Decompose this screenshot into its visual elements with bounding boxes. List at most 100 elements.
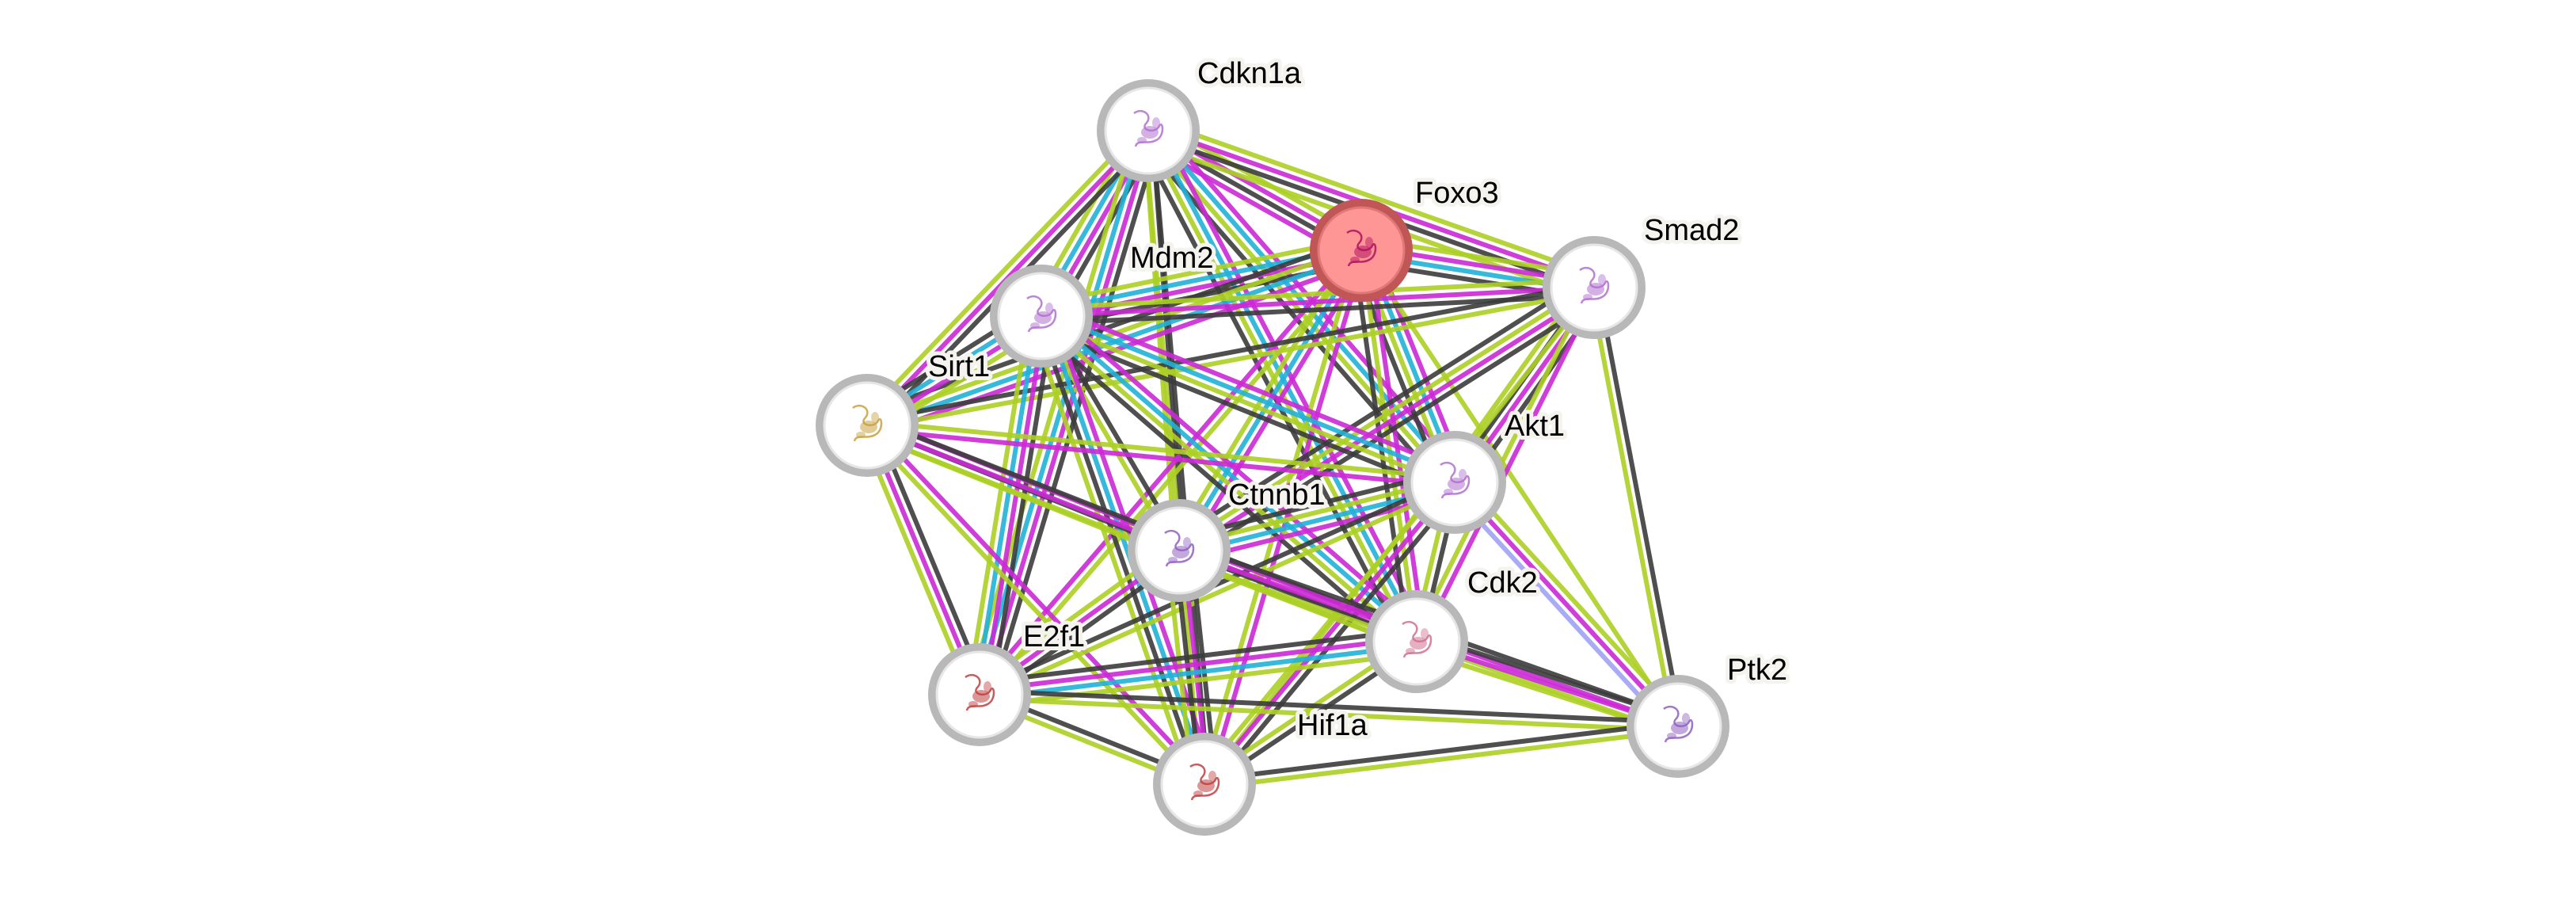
edge-line-experiments bbox=[1041, 285, 1595, 318]
edge-line-textmining bbox=[1459, 475, 1686, 723]
edge-line-experiments bbox=[868, 421, 1209, 783]
node-mdm2[interactable] bbox=[990, 265, 1093, 368]
edge-cdk2-e2f1[interactable] bbox=[977, 627, 1419, 709]
node-inner-ring bbox=[1372, 597, 1461, 686]
protein-structure-icon bbox=[965, 673, 995, 711]
edge-line-databases bbox=[1041, 310, 1458, 482]
edge-line-databases bbox=[980, 643, 1417, 701]
node-label-sirt1[interactable]: Sirt1 bbox=[924, 346, 994, 387]
labels-layer: Cdkn1aFoxo3Smad2Mdm2Sirt1Akt1Ctnnb1Cdk2E… bbox=[924, 53, 1791, 746]
node-inner-ring bbox=[1317, 206, 1406, 295]
protein-structure-icon bbox=[1663, 705, 1694, 743]
edge-line-textmining bbox=[1151, 116, 1599, 279]
edge-line-coexpression bbox=[988, 133, 1162, 699]
edge-line-homology bbox=[1447, 486, 1674, 733]
node-ctnnb1[interactable] bbox=[1128, 499, 1231, 602]
edge-line-coexpression bbox=[866, 281, 1594, 425]
node-hif1a[interactable] bbox=[1153, 733, 1256, 836]
edge-line-experiments bbox=[1044, 303, 1460, 474]
edge-line-coexpression bbox=[977, 627, 1416, 686]
node-inner-ring bbox=[935, 650, 1024, 739]
protein-structure-icon bbox=[1026, 295, 1057, 333]
nodes-layer bbox=[816, 79, 1729, 836]
edge-line-textmining bbox=[980, 650, 1419, 709]
node-label-smad2[interactable]: Smad2 bbox=[1640, 210, 1743, 251]
edge-line-textmining bbox=[1038, 236, 1360, 307]
edge-line-coexpression bbox=[980, 688, 1679, 725]
edge-smad2-ptk2[interactable] bbox=[1588, 286, 1684, 728]
edge-line-databases bbox=[973, 314, 1041, 695]
node-inner-ring bbox=[1104, 86, 1193, 175]
edge-smad2-sirt1[interactable] bbox=[866, 281, 1596, 432]
node-label-cdk2[interactable]: Cdk2 bbox=[1463, 562, 1542, 604]
node-inner-ring bbox=[997, 272, 1086, 360]
node-inner-ring bbox=[1550, 243, 1638, 332]
edge-line-textmining bbox=[1041, 277, 1594, 311]
node-label-hif1a[interactable]: Hif1a bbox=[1293, 705, 1372, 746]
node-label-mdm2[interactable]: Mdm2 bbox=[1126, 238, 1218, 279]
edge-line-experiments bbox=[1202, 481, 1457, 786]
edge-line-experiments bbox=[980, 131, 1155, 697]
node-sirt1[interactable] bbox=[816, 374, 919, 477]
node-label-e2f1[interactable]: E2f1 bbox=[1019, 616, 1089, 657]
edge-line-coexpression bbox=[988, 317, 1056, 697]
node-inner-ring bbox=[1135, 506, 1223, 595]
edge-line-textmining bbox=[1027, 318, 1196, 789]
edge-foxo3-ptk2[interactable] bbox=[1359, 249, 1680, 728]
edge-line-textmining bbox=[862, 426, 1204, 789]
edge-line-experiments bbox=[1452, 480, 1680, 729]
edge-line-textmining bbox=[1359, 250, 1419, 642]
edge-line-textmining bbox=[965, 314, 1033, 694]
edge-line-textmining bbox=[980, 483, 1458, 701]
edge-mdm2-e2f1[interactable] bbox=[965, 314, 1056, 697]
node-e2f1[interactable] bbox=[928, 643, 1031, 746]
node-inner-ring bbox=[1410, 438, 1499, 527]
node-cdkn1a[interactable] bbox=[1097, 79, 1200, 182]
edge-line-experiments bbox=[866, 427, 1455, 489]
node-ptk2[interactable] bbox=[1627, 675, 1729, 778]
edge-line-experiments bbox=[979, 635, 1417, 693]
edge-sirt1-akt1[interactable] bbox=[866, 419, 1455, 489]
edge-line-databases bbox=[1149, 128, 1423, 642]
node-label-ctnnb1[interactable]: Ctnnb1 bbox=[1224, 474, 1330, 516]
edge-line-textmining bbox=[1037, 317, 1416, 647]
node-akt1[interactable] bbox=[1403, 431, 1506, 534]
edge-line-experiments bbox=[1417, 288, 1600, 645]
node-foxo3[interactable] bbox=[1310, 199, 1413, 302]
edge-line-textmining bbox=[1204, 728, 1679, 791]
edge-line-textmining bbox=[1038, 317, 1455, 489]
protein-structure-icon bbox=[1133, 109, 1164, 147]
edge-line-textmining bbox=[1196, 475, 1451, 781]
node-inner-ring bbox=[823, 381, 911, 470]
edge-line-textmining bbox=[965, 126, 1140, 692]
protein-structure-icon bbox=[1346, 229, 1377, 267]
protein-structure-icon bbox=[1164, 529, 1195, 567]
protein-structure-icon bbox=[1402, 620, 1433, 658]
node-label-cdkn1a[interactable]: Cdkn1a bbox=[1193, 53, 1306, 94]
edge-line-textmining bbox=[979, 696, 1678, 733]
edge-line-textmining bbox=[1588, 288, 1677, 728]
edge-line-databases bbox=[1042, 311, 1421, 641]
node-label-foxo3[interactable]: Foxo3 bbox=[1411, 173, 1503, 214]
edge-line-coexpression bbox=[1032, 323, 1411, 653]
node-inner-ring bbox=[1634, 682, 1722, 771]
edge-line-coexpression bbox=[1136, 135, 1409, 649]
node-label-ptk2[interactable]: Ptk2 bbox=[1723, 650, 1791, 691]
protein-structure-icon bbox=[1189, 763, 1220, 801]
edge-hif1a-ptk2[interactable] bbox=[1204, 720, 1679, 791]
node-inner-ring bbox=[1160, 740, 1249, 829]
edge-akt1-ptk2[interactable] bbox=[1447, 475, 1686, 733]
edge-line-textmining bbox=[1359, 249, 1680, 728]
protein-structure-icon bbox=[852, 404, 883, 442]
edge-sirt1-hif1a[interactable] bbox=[862, 421, 1209, 789]
edge-line-textmining bbox=[859, 124, 1144, 422]
edge-line-coexpression bbox=[1204, 720, 1678, 783]
node-smad2[interactable] bbox=[1543, 236, 1646, 339]
edge-line-textmining bbox=[1175, 282, 1593, 550]
node-cdk2[interactable] bbox=[1365, 590, 1468, 693]
edge-line-textmining bbox=[867, 288, 1596, 432]
node-label-akt1[interactable]: Akt1 bbox=[1501, 406, 1569, 447]
protein-structure-icon bbox=[1579, 266, 1610, 304]
edge-e2f1-ptk2[interactable] bbox=[979, 688, 1679, 733]
